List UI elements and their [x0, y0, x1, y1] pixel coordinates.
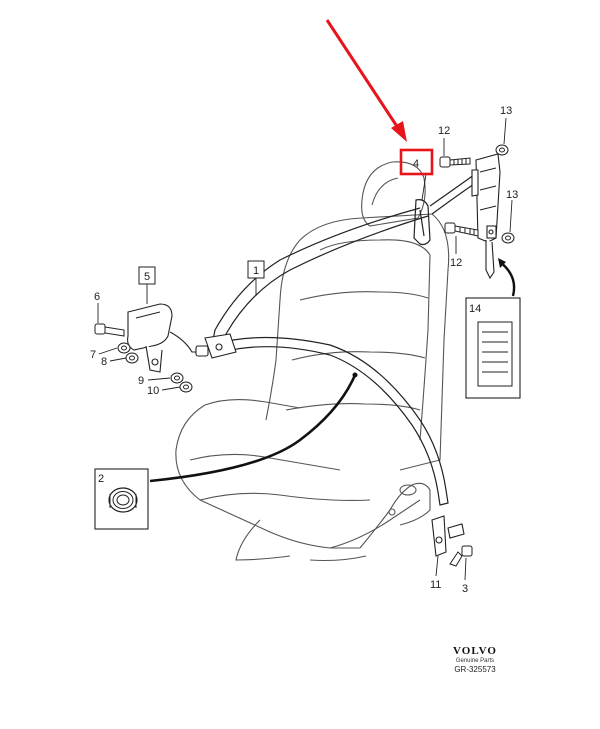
callout-5: 5 — [144, 271, 150, 283]
brand-name: VOLVO — [453, 645, 497, 657]
callout-3: 3 — [462, 583, 468, 595]
fastener-6 — [94, 323, 125, 337]
seat-drawing — [175, 161, 450, 562]
callout-12-lower: 12 — [450, 257, 462, 269]
brand-subtitle: Genuine Parts — [455, 658, 495, 664]
leader-line-2 — [149, 374, 357, 483]
callout-7: 7 — [90, 349, 96, 361]
leader-line-14 — [499, 261, 516, 297]
brand-block: VOLVO Genuine Parts GR-325573 — [440, 645, 510, 674]
callout-6: 6 — [94, 291, 100, 303]
washer-9 — [170, 372, 184, 384]
leader-arrow-14 — [498, 258, 506, 268]
callout-1: 1 — [253, 265, 259, 277]
callout-box-1 — [247, 260, 265, 279]
lap-anchor — [204, 333, 237, 359]
nut-8 — [125, 352, 139, 364]
callout-13-lower: 13 — [506, 189, 518, 201]
callout-13-upper: 13 — [500, 105, 512, 117]
callout-8: 8 — [101, 356, 107, 368]
callout-11: 11 — [430, 579, 441, 591]
washer-7 — [117, 342, 131, 354]
lower-anchor-11 — [431, 515, 465, 557]
washer-13-lower — [501, 232, 515, 244]
callout-12-upper: 12 — [438, 125, 450, 137]
callout-10: 10 — [147, 385, 159, 397]
diagram-code: GR-325573 — [454, 665, 496, 674]
leader-dot-2 — [352, 372, 358, 378]
callout-9: 9 — [138, 375, 144, 387]
bolt-12-upper — [439, 156, 471, 168]
nut-10 — [179, 381, 193, 393]
highlight-box — [399, 148, 434, 176]
belt-webbing — [211, 171, 481, 506]
detail-box-2 — [94, 468, 149, 530]
callout-4: 4 — [413, 158, 419, 170]
buckle-assembly — [127, 303, 209, 373]
red-arrow-icon — [325, 19, 407, 142]
bolt-12-lower — [444, 222, 479, 237]
washer-13-upper — [495, 144, 509, 156]
callout-box-5 — [138, 266, 156, 285]
bolt-3 — [449, 545, 473, 567]
detail-box-14 — [465, 297, 521, 399]
callout-2: 2 — [98, 473, 104, 485]
callout-leaders — [97, 117, 513, 581]
retractor-assembly — [471, 153, 501, 280]
callout-14: 14 — [469, 303, 481, 315]
